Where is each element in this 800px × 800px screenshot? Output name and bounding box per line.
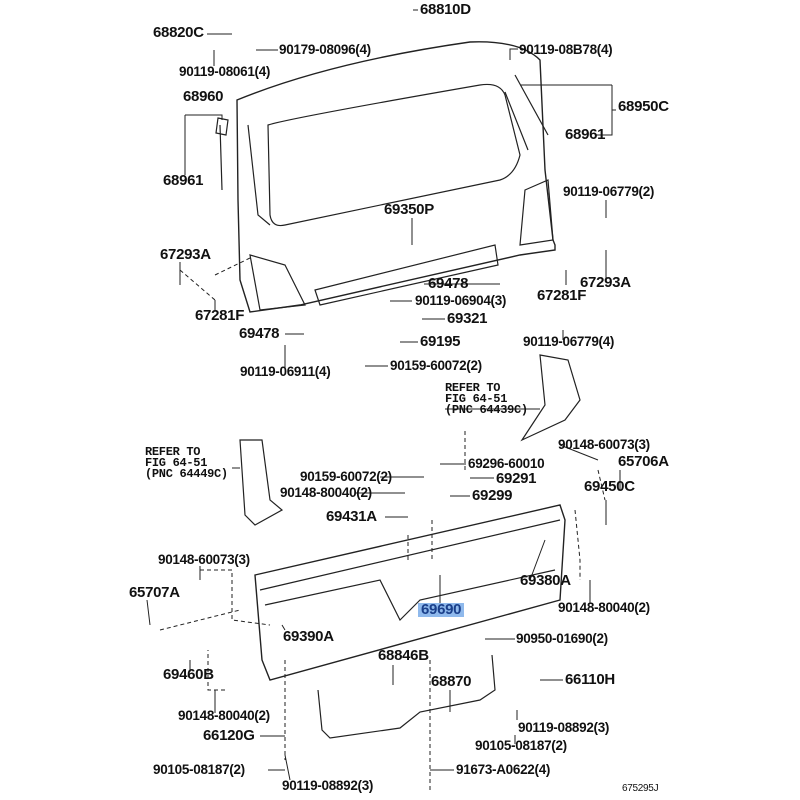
part-label-68960[interactable]: 68960 (183, 88, 224, 105)
part-label-90119-08B78[interactable]: 90119-08B78(4) (519, 42, 613, 57)
part-label-68810D[interactable]: 68810D (420, 1, 471, 18)
license-recess (314, 244, 499, 306)
part-label-69296-60010[interactable]: 69296-60010 (468, 456, 545, 471)
part-label-66120G[interactable]: 66120G (203, 727, 255, 744)
part-label-69380A[interactable]: 69380A (520, 572, 571, 589)
reference-line: REFER TO (445, 381, 501, 395)
left-stay (215, 117, 229, 191)
part-label-90179-08096[interactable]: 90179-08096(4) (279, 42, 371, 57)
part-label-69450C[interactable]: 69450C (584, 478, 635, 495)
part-label-90119-08061[interactable]: 90119-08061(4) (179, 64, 271, 79)
part-label-67293A-right[interactable]: 67293A (580, 274, 631, 291)
reference-line: FIG 64-51 (445, 392, 508, 406)
right-stay (514, 74, 549, 136)
reference-note-right[interactable]: REFER TO FIG 64-51 (PNC 64439C) (445, 381, 528, 417)
part-label-65706A[interactable]: 65706A (618, 453, 669, 470)
reference-line: (PNC 64449C) (145, 467, 228, 481)
part-label-67281F-right[interactable]: 67281F (537, 287, 587, 304)
right-lamp-recess (519, 179, 554, 246)
part-label-90119-08892-right[interactable]: 90119-08892(3) (518, 720, 610, 735)
window-pillar-lines (247, 91, 529, 226)
part-label-90119-06904[interactable]: 90119-06904(3) (415, 293, 507, 308)
part-label-90148-80040-lower[interactable]: 90148-80040(2) (178, 708, 270, 723)
part-label-67293A-left[interactable]: 67293A (160, 246, 211, 263)
reference-line: REFER TO (145, 445, 201, 459)
part-label-68820C[interactable]: 68820C (153, 24, 204, 41)
part-label-90119-06911[interactable]: 90119-06911(4) (240, 364, 331, 379)
part-label-69431A[interactable]: 69431A (326, 508, 377, 525)
part-label-67281F-left[interactable]: 67281F (195, 307, 245, 324)
diagram-code: 675295J (622, 783, 659, 794)
part-label-69321[interactable]: 69321 (447, 310, 488, 327)
reference-line: FIG 64-51 (145, 456, 208, 470)
part-label-69690-highlighted[interactable]: 69690 (418, 602, 465, 617)
reference-line: (PNC 64439C) (445, 403, 528, 417)
part-label-90159-60072-lower[interactable]: 90159-60072(2) (300, 469, 392, 484)
part-label-91673-A0622[interactable]: 91673-A0622(4) (456, 762, 551, 777)
lower-door-panel (254, 504, 566, 681)
part-label-90119-08892-lower[interactable]: 90119-08892(3) (282, 778, 374, 793)
part-label-69478-left[interactable]: 69478 (239, 325, 280, 342)
leader-lines (146, 9, 621, 790)
left-trim-cover (239, 439, 284, 526)
right-trim-cover (520, 354, 581, 442)
part-label-90159-60072-upper[interactable]: 90159-60072(2) (390, 358, 482, 373)
part-label-90148-60073-left[interactable]: 90148-60073(3) (158, 552, 250, 567)
part-label-90950-01690[interactable]: 90950-01690(2) (516, 631, 608, 646)
part-label-69291[interactable]: 69291 (496, 470, 537, 487)
reference-note-left[interactable]: REFER TO FIG 64-51 (PNC 64449C) (145, 445, 228, 481)
part-label-69478-right[interactable]: 69478 (428, 275, 469, 292)
back-door-upper-panel (236, 41, 556, 313)
left-lamp-recess (249, 254, 306, 311)
part-label-69460B[interactable]: 69460B (163, 666, 214, 683)
part-label-68870[interactable]: 68870 (431, 673, 472, 690)
harness-68870 (317, 654, 496, 739)
part-label-68961-left[interactable]: 68961 (163, 172, 204, 189)
lower-door-trim-lines (259, 519, 561, 622)
part-label-69390A[interactable]: 69390A (283, 628, 334, 645)
part-label-90148-80040-right[interactable]: 90148-80040(2) (558, 600, 650, 615)
part-label-69350P[interactable]: 69350P (384, 201, 434, 218)
back-door-window (267, 83, 521, 227)
part-label-68846B[interactable]: 68846B (378, 647, 429, 664)
part-label-90148-60073-right[interactable]: 90148-60073(3) (558, 437, 650, 452)
part-label-90148-80040-upper[interactable]: 90148-80040(2) (280, 485, 372, 500)
part-label-65707A[interactable]: 65707A (129, 584, 180, 601)
part-label-66110H[interactable]: 66110H (565, 671, 615, 688)
part-label-90105-08187-left[interactable]: 90105-08187(2) (153, 762, 245, 777)
part-label-90119-06779-4[interactable]: 90119-06779(4) (523, 334, 615, 349)
part-label-90119-06779-2[interactable]: 90119-06779(2) (563, 184, 655, 199)
part-label-69299[interactable]: 69299 (472, 487, 513, 504)
part-label-90105-08187-right[interactable]: 90105-08187(2) (475, 738, 567, 753)
part-label-68950C[interactable]: 68950C (618, 98, 669, 115)
part-label-69195[interactable]: 69195 (420, 333, 461, 350)
part-label-68961-right[interactable]: 68961 (565, 126, 606, 143)
